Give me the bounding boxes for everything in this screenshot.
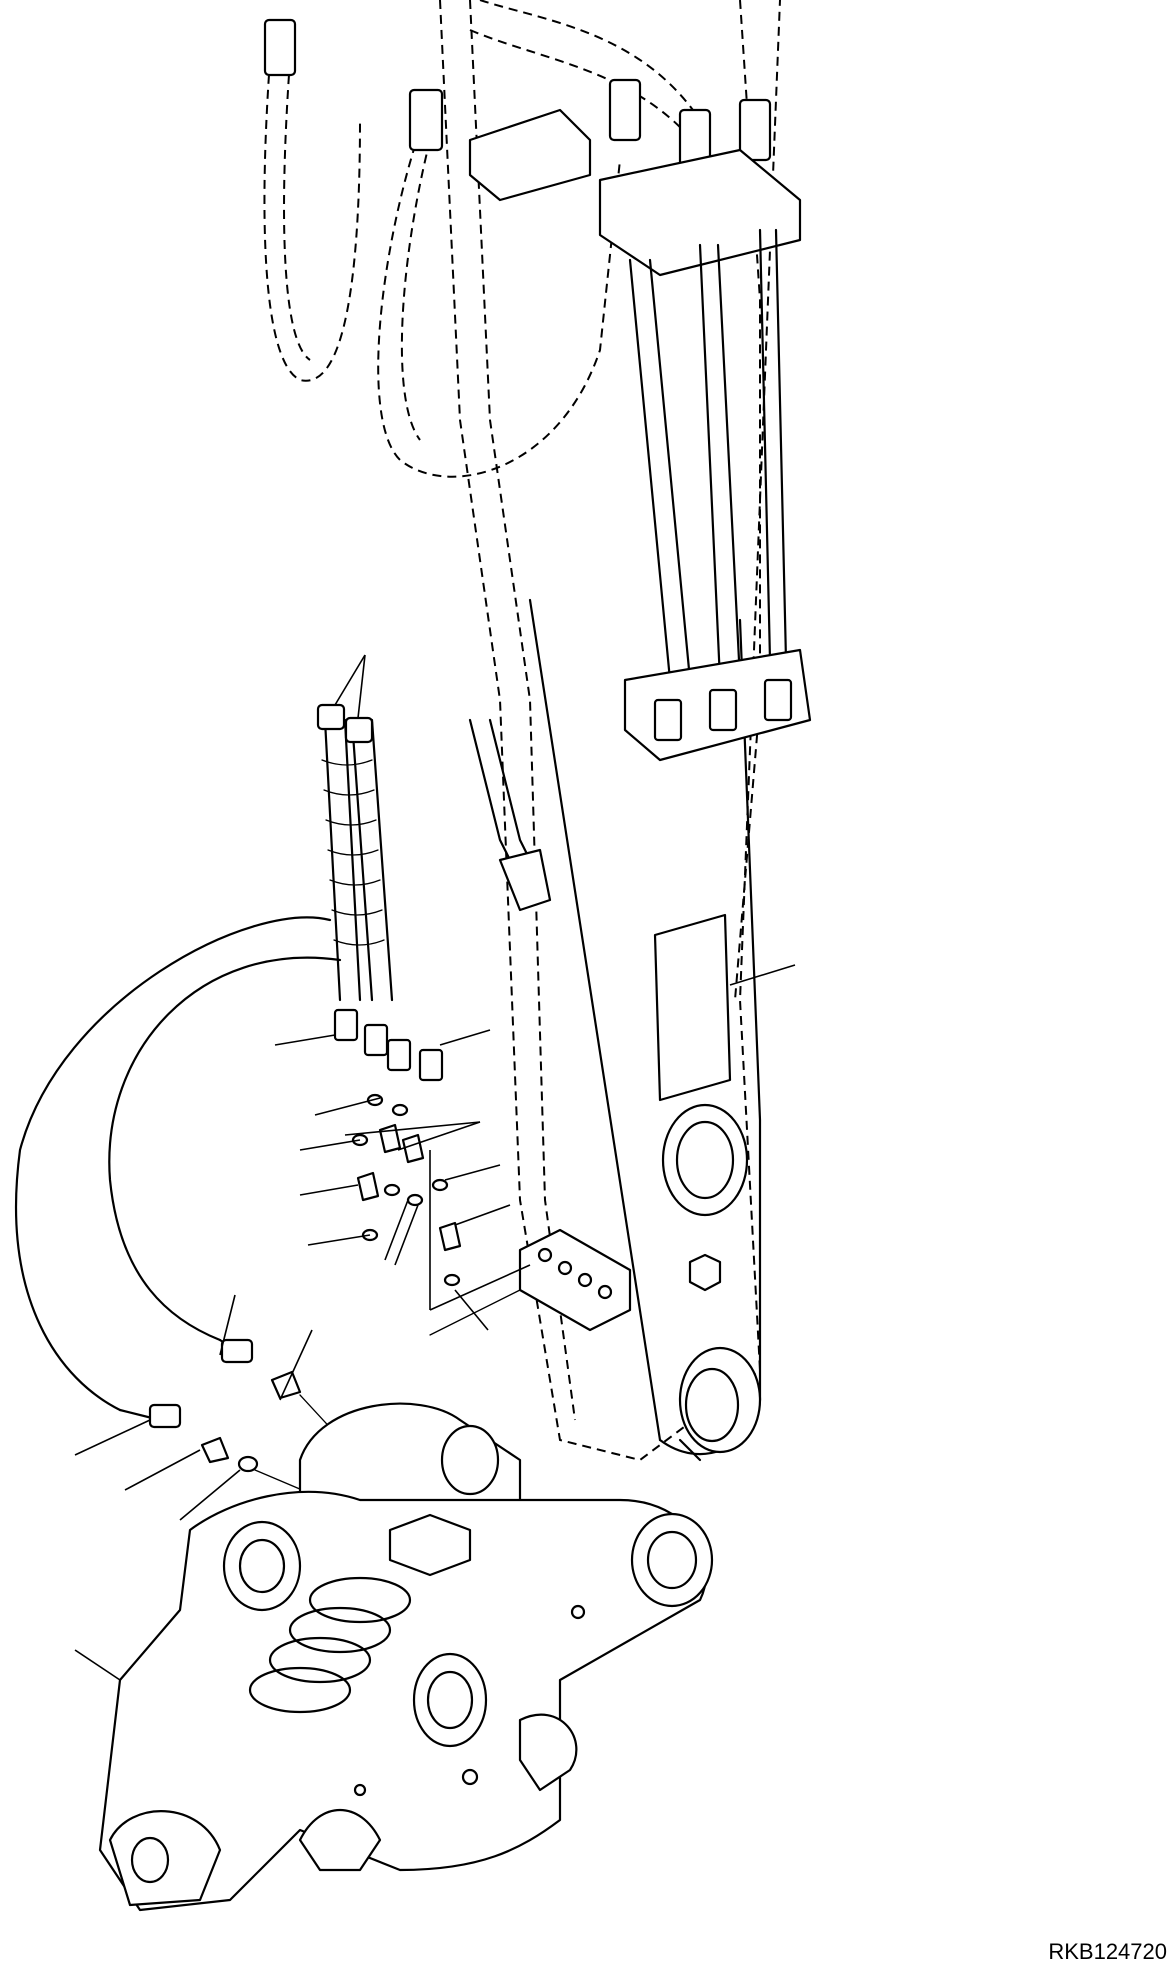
upper-manifold bbox=[598, 148, 802, 277]
hose-lower-fitting-1 bbox=[333, 1008, 359, 1042]
o-ring-5 bbox=[383, 1183, 401, 1197]
o-ring-3 bbox=[351, 1133, 369, 1147]
adapter-3 bbox=[356, 1171, 380, 1202]
coupler-spring bbox=[248, 1576, 412, 1714]
spiral-guard bbox=[321, 759, 385, 946]
upper-pin-boss bbox=[661, 1103, 749, 1217]
coupler-center-pin-boss bbox=[412, 1652, 488, 1748]
hose-end-fitting-a bbox=[316, 703, 346, 731]
coupler-right-pin-boss bbox=[630, 1512, 714, 1608]
o-ring-8 bbox=[443, 1273, 461, 1287]
lower-pin-boss bbox=[678, 1346, 762, 1454]
o-ring-2 bbox=[391, 1103, 409, 1117]
quick-coupler bbox=[98, 1402, 714, 1912]
upper-hoses bbox=[263, 0, 812, 912]
fitting-top-1 bbox=[263, 18, 297, 77]
adapter-6 bbox=[200, 1436, 230, 1464]
fitting-top-3 bbox=[608, 78, 642, 142]
loop-hose-end-2 bbox=[220, 1338, 254, 1364]
hose-bundle bbox=[316, 654, 444, 1082]
coupler-valve-block bbox=[388, 1513, 472, 1577]
hose-lower-fitting-4 bbox=[418, 1048, 444, 1082]
o-ring-6 bbox=[406, 1193, 424, 1207]
adapter-2 bbox=[401, 1133, 425, 1164]
hose-end-fitting-b bbox=[344, 716, 374, 744]
coupler-hook bbox=[518, 1713, 578, 1792]
o-ring-7 bbox=[361, 1228, 379, 1242]
decal-plate bbox=[653, 913, 732, 1102]
callout-leaders bbox=[74, 964, 796, 1681]
hose-lower-fitting-3 bbox=[386, 1038, 412, 1072]
coupler-left-pin-boss bbox=[222, 1520, 302, 1612]
adapter-1 bbox=[378, 1123, 402, 1154]
upper-clamp bbox=[468, 108, 592, 202]
fitting-top-2 bbox=[408, 88, 444, 152]
side-clamp bbox=[498, 848, 552, 912]
drawing-reference-code: RKB124720 bbox=[1048, 1939, 1167, 1964]
o-ring-9 bbox=[237, 1455, 259, 1473]
arm-connector-block bbox=[518, 1228, 632, 1332]
looped-hoses bbox=[15, 916, 342, 1429]
small-parts bbox=[200, 1093, 521, 1541]
small-bolt bbox=[688, 1253, 722, 1292]
arm-body bbox=[439, 0, 781, 1462]
o-ring-1 bbox=[366, 1093, 384, 1107]
o-ring-4 bbox=[431, 1178, 449, 1192]
loop-hose-end-1 bbox=[148, 1403, 182, 1429]
adapter-4 bbox=[438, 1221, 462, 1252]
hose-lower-fitting-2 bbox=[363, 1023, 389, 1057]
fitting-top-5 bbox=[738, 98, 772, 162]
